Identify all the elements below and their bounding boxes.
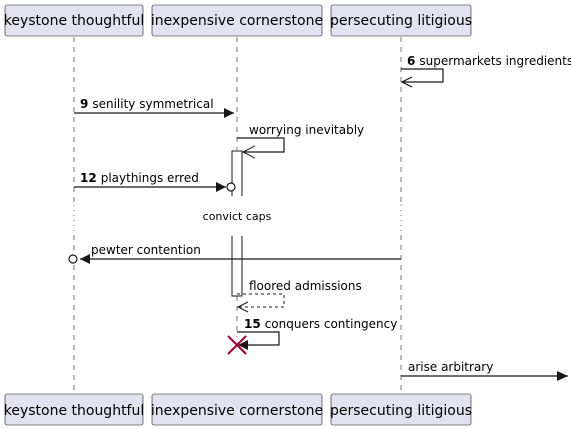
participant-persecuting-litigious-bottom[interactable]: persecuting litigious: [330, 393, 472, 426]
message-label: supermarkets ingredients: [419, 54, 571, 68]
message-number: 6: [407, 54, 415, 68]
participant-inexpensive-cornerstone-top[interactable]: inexpensive cornerstone: [151, 4, 323, 37]
participant-inexpensive-cornerstone-bottom[interactable]: inexpensive cornerstone: [151, 393, 323, 426]
message-label: conquers contingency: [265, 317, 398, 331]
message-label: arise arbitrary: [408, 360, 493, 374]
message-9-senility-symmetrical[interactable]: 9 senility symmetrical: [74, 97, 234, 118]
participant-keystone-thoughtful-top[interactable]: keystone thoughtful: [4, 4, 145, 37]
participant-label: persecuting litigious: [330, 403, 472, 419]
message-label: worrying inevitably: [249, 123, 364, 137]
message-6-supermarkets-ingredients[interactable]: 6 supermarkets ingredients: [400, 54, 571, 88]
message-label: senility symmetrical: [92, 97, 213, 111]
participant-label: keystone thoughtful: [4, 13, 145, 29]
destroy-x-icon: [227, 335, 247, 355]
message-number: 12: [80, 171, 97, 185]
message-label: floored admissions: [249, 279, 362, 293]
participant-label: inexpensive cornerstone: [151, 403, 323, 419]
participant-persecuting-litigious-top[interactable]: persecuting litigious: [330, 4, 472, 37]
message-15-conquers-contingency[interactable]: 15 conquers contingency: [237, 317, 397, 350]
activation-delay-gap: [231, 196, 243, 236]
lifelines: [73, 37, 402, 394]
message-worrying-inevitably[interactable]: worrying inevitably: [237, 123, 364, 159]
participant-label: keystone thoughtful: [4, 403, 145, 419]
message-pewter-contention[interactable]: pewter contention: [68, 243, 401, 264]
message-number: 9: [80, 97, 88, 111]
message-label: pewter contention: [91, 243, 201, 257]
delay-label: convict caps: [203, 210, 272, 223]
message-label: playthings erred: [101, 171, 199, 185]
message-12-playthings-erred[interactable]: 12 playthings erred: [74, 171, 236, 192]
participant-label: persecuting litigious: [330, 13, 472, 29]
message-floored-admissions[interactable]: floored admissions: [236, 279, 362, 313]
participant-keystone-thoughtful-bottom[interactable]: keystone thoughtful: [4, 393, 145, 426]
message-number: 15: [244, 317, 261, 331]
message-arise-arbitrary[interactable]: arise arbitrary: [401, 360, 568, 381]
participant-label: inexpensive cornerstone: [151, 13, 323, 29]
